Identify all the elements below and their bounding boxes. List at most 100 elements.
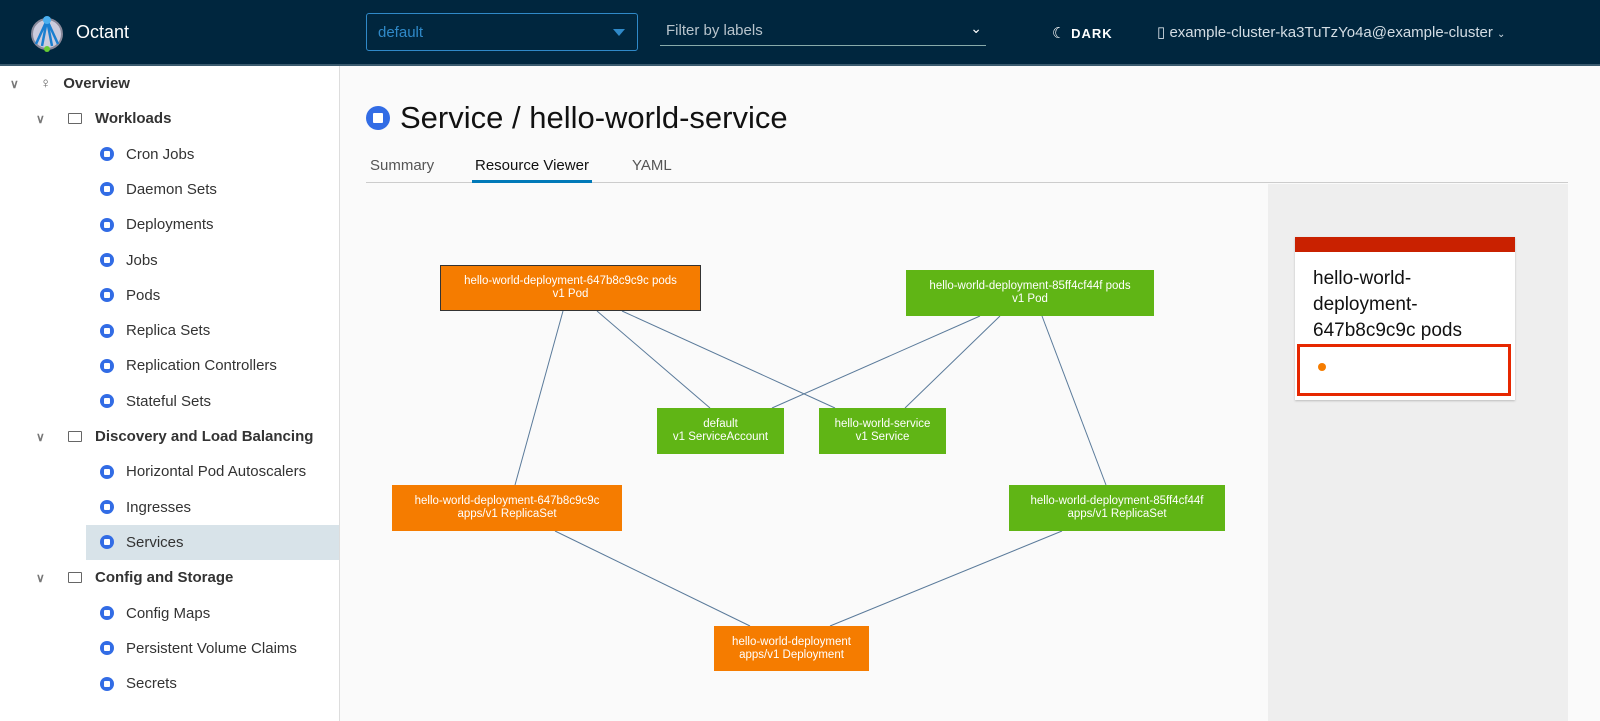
- sidebar-item-label: Secrets: [126, 675, 177, 693]
- detail-panel: hello-world-deployment-647b8c9c9c pods: [1268, 184, 1568, 721]
- theme-toggle-button[interactable]: ☾ DARK: [1052, 24, 1113, 42]
- app-brand[interactable]: Octant: [76, 22, 130, 42]
- page-title: Service / hello-world-service: [366, 100, 788, 136]
- sidebar-item-config-and-storage[interactable]: ∨ Config and Storage: [0, 560, 339, 595]
- card-title: hello-world-deployment-647b8c9c9c pods: [1313, 268, 1462, 341]
- node-kind: apps/v1 Deployment: [739, 648, 844, 661]
- filter-placeholder: Filter by labels: [666, 22, 763, 39]
- resource-icon: [100, 182, 114, 197]
- status-dot-icon: [1318, 363, 1326, 371]
- resource-icon: [100, 394, 114, 409]
- service-icon: [366, 106, 390, 130]
- sidebar-item-label: Ingresses: [126, 498, 192, 516]
- sidebar-item-label: Pods: [126, 286, 161, 304]
- namespace-select[interactable]: default: [366, 13, 638, 51]
- graph-edges: [514, 310, 1107, 627]
- node-kind: v1 ServiceAccount: [672, 431, 769, 443]
- chevron-down-icon[interactable]: ∨: [36, 570, 45, 585]
- resource-icon: [100, 464, 114, 479]
- sidebar-item-stateful-sets[interactable]: Stateful Sets: [86, 384, 339, 419]
- resource-icon: [100, 606, 114, 620]
- caret-down-icon: [613, 29, 625, 36]
- node-kind: apps/v1 ReplicaSet: [457, 508, 557, 520]
- sidebar-item-secrets[interactable]: Secrets: [86, 666, 339, 701]
- tab-summary[interactable]: Summary: [370, 157, 435, 174]
- folder-icon: [68, 572, 82, 584]
- edge: [514, 310, 564, 486]
- edge: [771, 315, 981, 409]
- tab-bar: Summary Resource Viewer YAML: [366, 148, 1568, 183]
- sidebar-item-workloads[interactable]: ∨ Workloads: [0, 101, 339, 136]
- sidebar-item-jobs[interactable]: Jobs: [86, 243, 339, 278]
- moon-icon: ☾: [1052, 25, 1067, 42]
- sidebar-item-label: Overview: [63, 75, 130, 92]
- chevron-down-icon[interactable]: ∨: [10, 76, 19, 91]
- sidebar-item-daemon-sets[interactable]: Daemon Sets: [86, 172, 339, 207]
- context-selector[interactable]: ▯ example-cluster-ka3TuTzYo4a@example-cl…: [1157, 23, 1505, 41]
- tab-resource-viewer[interactable]: Resource Viewer: [472, 157, 592, 183]
- sidebar-item-label: Stateful Sets: [126, 392, 212, 410]
- sidebar-item-overview[interactable]: ∨ ♀ Overview: [0, 66, 339, 101]
- node-kind: v1 Pod: [552, 288, 589, 300]
- edge: [829, 530, 1063, 627]
- node-name: hello-world-service: [834, 418, 931, 430]
- cluster-icon: ▯: [1157, 24, 1166, 41]
- namespace-value: default: [378, 24, 424, 41]
- resource-icon: [100, 535, 114, 550]
- resource-icon: [100, 676, 114, 691]
- resource-icon: [100, 253, 114, 267]
- resource-icon: [100, 288, 114, 303]
- sidebar-item-config-maps[interactable]: Config Maps: [86, 596, 339, 631]
- overview-icon: ♀: [40, 75, 52, 92]
- chevron-down-icon: ⌄: [1497, 29, 1506, 40]
- theme-label: DARK: [1071, 26, 1113, 41]
- edge: [904, 315, 1001, 409]
- sidebar-item-ingresses[interactable]: Ingresses: [86, 490, 339, 525]
- sidebar-item-services[interactable]: Services: [86, 524, 339, 560]
- sidebar-item-pods[interactable]: Pods: [86, 278, 339, 313]
- resource-icon: [100, 147, 114, 162]
- sidebar-item-label: Replica Sets: [126, 322, 211, 340]
- node-name: hello-world-deployment: [732, 635, 851, 648]
- node-name: hello-world-deployment-647b8c9c9c: [414, 495, 600, 507]
- chevron-down-icon[interactable]: ∨: [36, 111, 45, 126]
- detail-card: hello-world-deployment-647b8c9c9c pods: [1295, 237, 1515, 400]
- sidebar-item-persistent-volume-claims[interactable]: Persistent Volume Claims: [86, 631, 339, 666]
- tab-yaml[interactable]: YAML: [632, 157, 672, 174]
- node-name: hello-world-deployment-85ff4cf44f: [1030, 495, 1204, 507]
- chevron-down-icon: ⌄: [970, 20, 982, 36]
- top-bar: Octant default Filter by labels⌄ ☾ DARK …: [0, 0, 1600, 66]
- edge: [621, 310, 836, 409]
- sidebar-item-replication-controllers[interactable]: Replication Controllers: [86, 348, 339, 383]
- label-filter-input[interactable]: Filter by labels ⌄: [660, 16, 986, 46]
- card-status-area: [1297, 344, 1511, 396]
- sidebar-item-discovery-and-load-balancing[interactable]: ∨Discovery and Load Balancing: [0, 419, 339, 454]
- sidebar-item-label: Persistent Volume Claims: [126, 639, 297, 657]
- node-name: default: [703, 418, 738, 430]
- sidebar-item-label: Jobs: [126, 251, 158, 269]
- resource-icon: [100, 358, 114, 373]
- sidebar-item-label: Workloads: [95, 110, 172, 128]
- folder-icon: [68, 113, 82, 125]
- sidebar-item-cron-jobs[interactable]: Cron Jobs: [86, 137, 339, 172]
- node-name: hello-world-deployment-647b8c9c9c pods: [464, 275, 677, 287]
- sidebar-item-label: Daemon Sets: [126, 180, 217, 198]
- sidebar-item-label: Deployments: [126, 216, 214, 234]
- sidebar-item-deployments[interactable]: Deployments: [86, 207, 339, 242]
- context-label: example-cluster-ka3TuTzYo4a@example-clus…: [1169, 24, 1493, 41]
- sidebar-item-label: Config and Storage: [95, 569, 234, 587]
- edge: [554, 530, 751, 627]
- sidebar-item-horizontal-pod-autoscalers[interactable]: Horizontal Pod Autoscalers: [86, 454, 339, 489]
- sidebar-item-replica-sets[interactable]: Replica Sets: [86, 313, 339, 348]
- resource-icon: [100, 323, 114, 338]
- chevron-down-icon[interactable]: ∨: [36, 429, 45, 444]
